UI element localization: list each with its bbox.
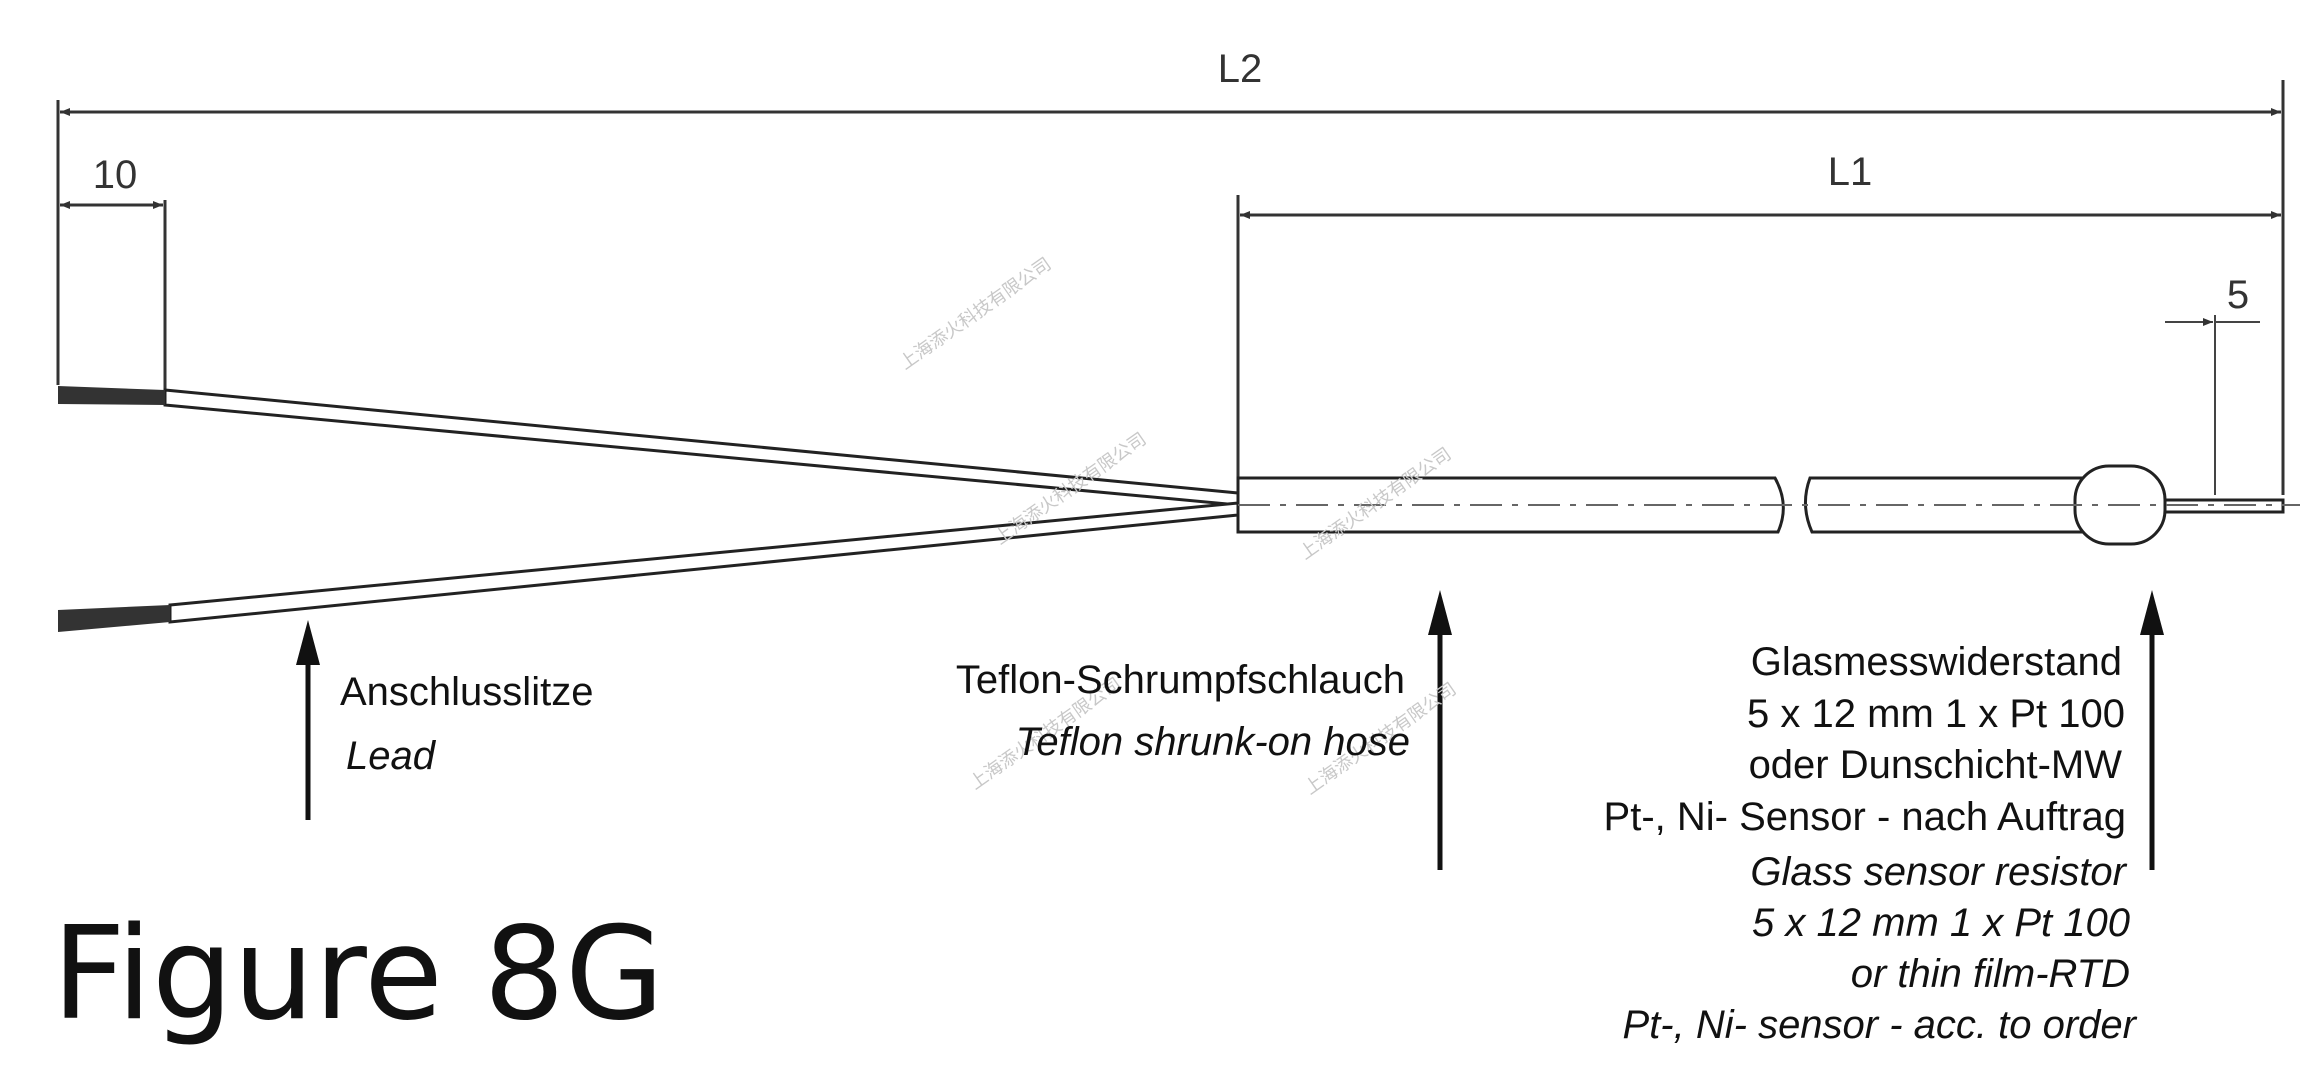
lead-label-de: Anschlusslitze (340, 670, 593, 714)
hose-label: Teflon-Schrumpfschlauch Teflon shrunk-on… (956, 658, 1410, 764)
pointer-arrows (296, 590, 2164, 870)
sheath (1236, 464, 2300, 546)
hose-left-segment (1236, 476, 1785, 534)
sensor-label-de-4: Pt-, Ni- Sensor - nach Auftrag (1604, 795, 2126, 839)
dimension-l2: L2 (56, 47, 2285, 495)
sensor-label-de-3: oder Dunschicht-MW (1749, 743, 2123, 787)
hose-arrow-head (1428, 590, 1452, 635)
sensor-label-de-1: Glasmesswiderstand (1751, 640, 2122, 684)
watermark-1: 上海添火科技有限公司 (896, 254, 1055, 374)
hose-label-de: Teflon-Schrumpfschlauch (956, 658, 1405, 702)
dimension-5: 5 (2165, 273, 2260, 495)
hose-label-en: Teflon shrunk-on hose (1016, 720, 1410, 764)
lead-arrow-head (296, 620, 320, 665)
sensor-arrow-head (2140, 590, 2164, 635)
dimension-10: 10 (60, 153, 167, 390)
lead-label: Anschlusslitze Lead (340, 670, 593, 778)
l2-label: L2 (1218, 47, 1263, 91)
lead-lower-stripped-end (58, 605, 170, 632)
lead-upper-stripped-end (58, 386, 165, 405)
lead-label-en: Lead (346, 734, 437, 778)
tip-label: 5 (2227, 273, 2249, 317)
leads (58, 386, 1240, 632)
dimension-l1: L1 (1236, 150, 2281, 480)
sensor-label-en-4: Pt-, Ni- sensor - acc. to order (1623, 1003, 2138, 1047)
sensor-label-en-1: Glass sensor resistor (1750, 850, 2127, 894)
sensor-label: Glasmesswiderstand 5 x 12 mm 1 x Pt 100 … (1604, 640, 2138, 1047)
sensor-label-de-2: 5 x 12 mm 1 x Pt 100 (1747, 692, 2125, 736)
strip-label: 10 (93, 153, 138, 197)
figure-label: Figure 8G (52, 900, 664, 1049)
l1-label: L1 (1828, 150, 1873, 194)
sensor-label-en-2: 5 x 12 mm 1 x Pt 100 (1752, 901, 2130, 945)
lead-lower (168, 501, 1240, 624)
sensor-label-en-3: or thin film-RTD (1851, 952, 2130, 996)
